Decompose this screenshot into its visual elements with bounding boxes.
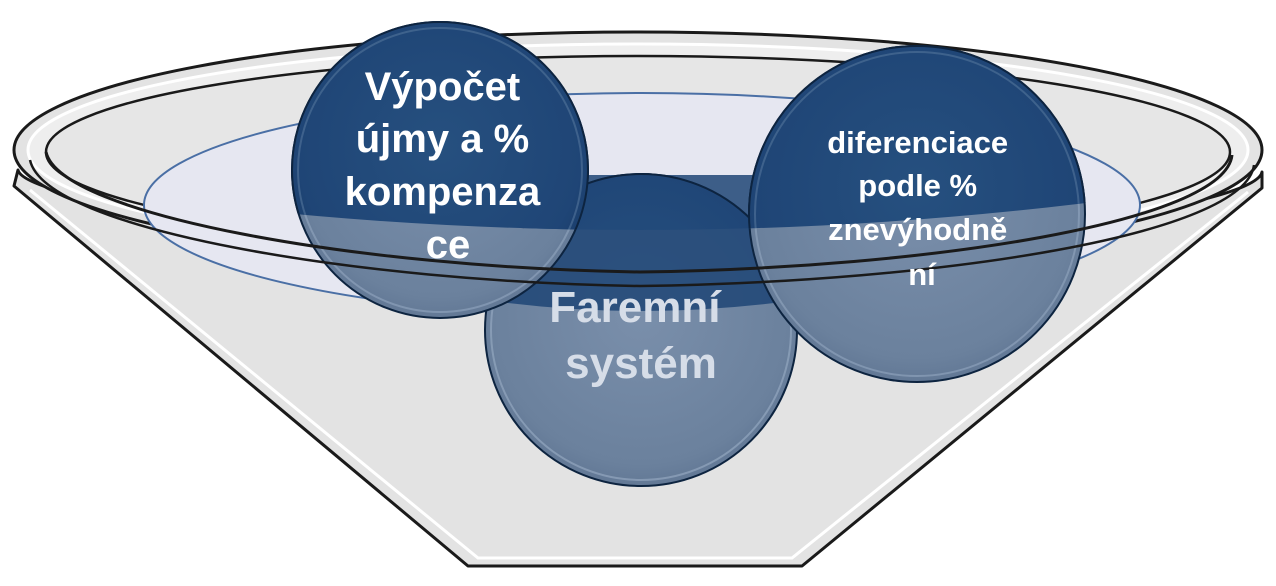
funnel-front-rim-shadow — [28, 159, 1256, 288]
ball-center-label: Faremní systém — [549, 283, 732, 388]
ball-left-label: Výpočet újmy a % kompenza ce — [345, 65, 552, 267]
ball-right-label: diferenciace podle % znevýhodně ní — [827, 125, 1017, 292]
funnel-inner-edge — [29, 188, 1249, 560]
funnel-front-rim — [44, 151, 1234, 274]
